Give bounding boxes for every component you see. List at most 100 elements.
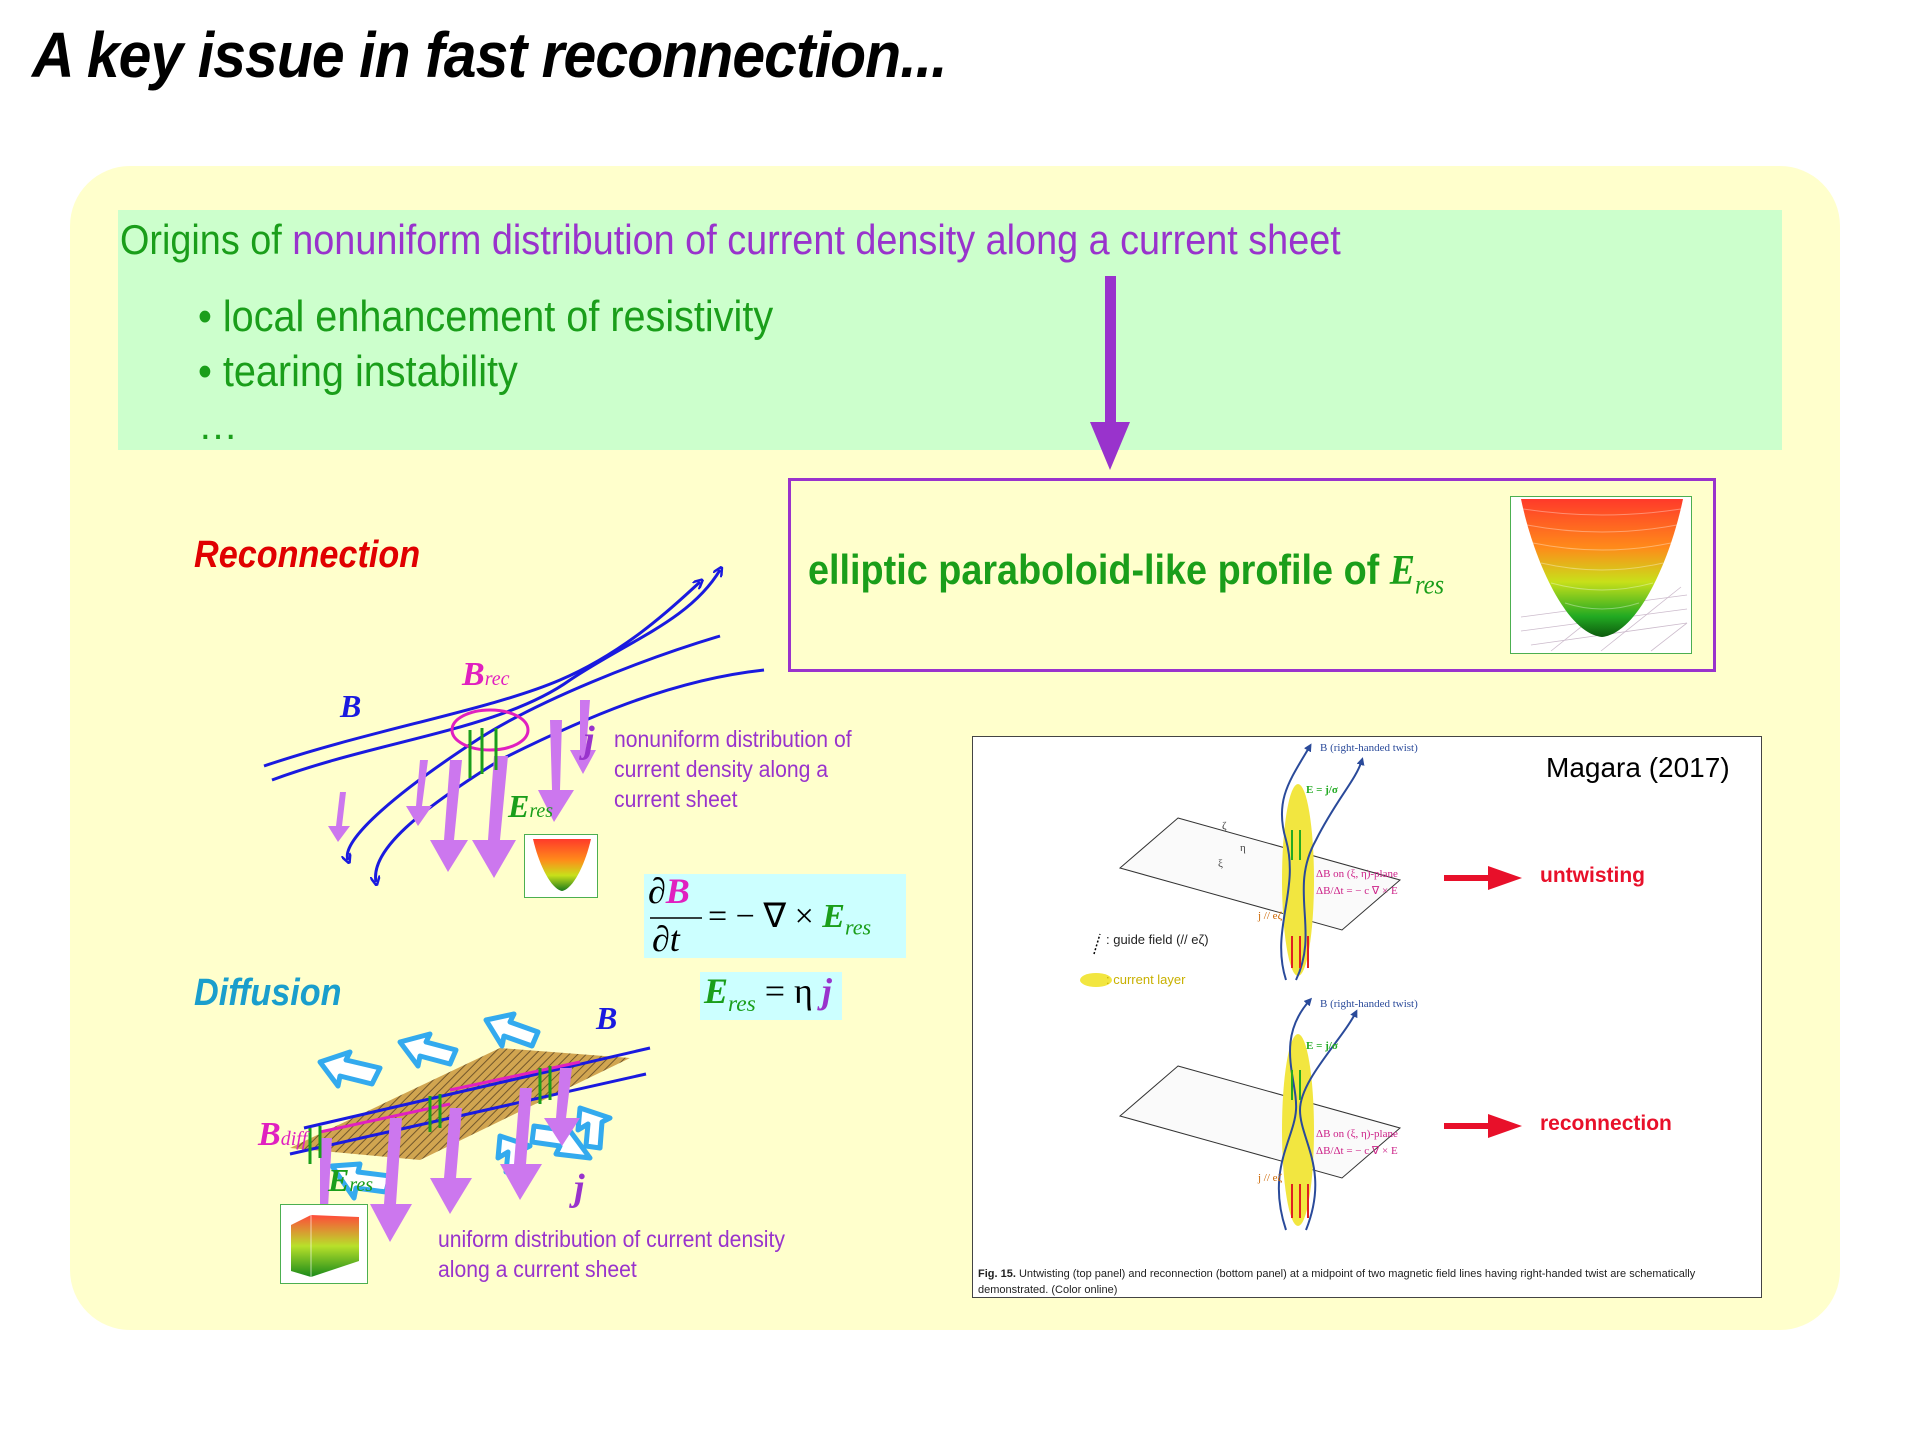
top-twist-label: B (right-handed twist) — [1320, 742, 1418, 754]
eq2-operator: = η — [755, 971, 822, 1011]
origins-highlight: nonuniform distribution of current densi… — [292, 216, 1341, 263]
bottom-twist-label: B (right-handed twist) — [1320, 998, 1418, 1010]
e-field-arrows — [308, 1066, 552, 1164]
current-layer — [1282, 784, 1314, 976]
plane — [1118, 1065, 1402, 1179]
bdiff-label: Bdiff — [258, 1116, 307, 1154]
bdiff-main: B — [258, 1116, 281, 1153]
eq1-denominator: ∂t — [652, 919, 680, 959]
diffusion-b-label: B — [596, 1000, 618, 1036]
j-label-sub: ζ — [1277, 1172, 1283, 1184]
eq1-numerator: ∂B — [648, 871, 690, 911]
xi-axis-label: ξ — [1218, 858, 1223, 870]
reconnection-j-label: j — [584, 719, 595, 761]
untwisting-label: untwisting — [1540, 864, 1645, 887]
eq2-e: E — [704, 971, 729, 1011]
current-arrows — [306, 1068, 580, 1242]
flat-profile-thumbnail — [280, 1204, 368, 1284]
paraboloid-thumbnail — [1510, 496, 1692, 654]
field-line — [347, 634, 721, 860]
diffusion-j-label: j — [574, 1167, 585, 1209]
reconnection-eres-label: Eres — [508, 788, 553, 825]
profile-label: elliptic paraboloid-like profile of — [808, 546, 1390, 593]
equation-ohm-box — [700, 972, 842, 1020]
note-line: current density along a — [614, 756, 829, 782]
note-line: current sheet — [614, 786, 738, 812]
field-line — [263, 582, 700, 768]
equation-induction-box — [644, 874, 906, 958]
figure-reconnection-label: reconnection — [1540, 1112, 1672, 1135]
untwisting-arrow-icon — [1444, 866, 1522, 890]
caption-bold: Fig. 15. — [978, 1268, 1016, 1280]
zeta-axis-label: ζ — [1222, 820, 1227, 832]
uniform-note: uniform distribution of current density … — [438, 1224, 785, 1284]
profile-text: elliptic paraboloid-like profile of Eres — [808, 546, 1444, 601]
reconnection-label: Reconnection — [194, 534, 421, 576]
bottom-j-label: j // eζ — [1258, 1172, 1282, 1184]
eq2-sub: res — [728, 991, 756, 1018]
origins-prefix: Origins of — [120, 216, 293, 263]
plane — [1118, 817, 1402, 931]
j-label: j // e — [1258, 1172, 1278, 1184]
reconnection-diagram — [263, 560, 765, 900]
eta-axis-label: η — [1240, 842, 1246, 854]
brec-main: B — [462, 656, 485, 693]
diffusion-diagram — [289, 1011, 651, 1242]
paraboloid-small-thumbnail — [524, 834, 598, 898]
top-eq-label: ΔB/Δt = − c ∇ × E — [1316, 885, 1398, 897]
eq1-sub: res — [844, 914, 872, 940]
diffusion-eres-label: Eres — [328, 1162, 373, 1199]
bottom-plane-label: ΔB on (ξ, η)-plane — [1316, 1128, 1398, 1140]
guide-field-legend: : guide field (// eζ) — [1106, 932, 1209, 947]
bottom-e-label: E = j/σ — [1306, 1040, 1338, 1052]
page-title: A key issue in fast reconnection... — [32, 19, 947, 91]
reconnection-arrow-icon — [1444, 1114, 1522, 1138]
outflow-arrows — [317, 1011, 613, 1201]
reference-figure — [972, 736, 1762, 1298]
caption-text: Untwisting (top panel) and reconnection … — [978, 1268, 1696, 1296]
figure-caption: Fig. 15. Untwisting (top panel) and reco… — [978, 1266, 1758, 1298]
brec-sub: rec — [484, 668, 510, 690]
bdiff-arrows — [319, 1060, 581, 1134]
diff-eres-main: E — [328, 1162, 350, 1198]
profile-symbol: Eres — [1390, 548, 1444, 600]
j-label-sub: ζ — [1277, 910, 1283, 922]
diff-eres-sub: res — [349, 1174, 374, 1196]
top-plane-label: ΔB on (ξ, η)-plane — [1316, 868, 1398, 880]
bullet-resistivity: • local enhancement of resistivity — [198, 292, 774, 341]
eres-main: E — [508, 788, 530, 824]
guide-end: ) — [1204, 932, 1209, 947]
current-layer — [1282, 1034, 1314, 1226]
top-j-label: j // eζ — [1258, 910, 1282, 922]
j-label: j // e — [1258, 910, 1278, 922]
note-line: uniform distribution of current density — [438, 1226, 785, 1252]
eq2-eres: Eres — [704, 971, 756, 1017]
guide-text: : guide field (// e — [1106, 932, 1199, 947]
down-arrow-icon — [1090, 276, 1130, 470]
field-line — [303, 1046, 651, 1130]
equation-induction — [650, 917, 702, 919]
reconnection-b-label: B — [340, 688, 362, 724]
diffusion-label: Diffusion — [194, 972, 342, 1014]
bottom-eq-label: ΔB/Δt = − c ∇ × E — [1316, 1145, 1398, 1157]
eq1-rhs: = − ∇ × Eres — [708, 896, 871, 941]
current-layer-legend: : current layer — [1106, 972, 1186, 987]
note-line: along a current sheet — [438, 1256, 637, 1282]
profile-box — [788, 478, 1716, 672]
top-e-label: E = j/σ — [1306, 784, 1338, 796]
origins-heading: Origins of nonuniform distribution of cu… — [120, 216, 1341, 264]
bullet-tearing: • tearing instability — [198, 347, 518, 396]
figure-schematic — [1080, 743, 1402, 1231]
eq1-eres: Eres — [822, 898, 871, 940]
note-line: nonuniform distribution of — [614, 726, 852, 752]
eres-sub: res — [529, 800, 554, 822]
current-arrows — [328, 700, 596, 878]
eq1-e: E — [822, 898, 845, 935]
field-line — [271, 570, 720, 782]
nonuniform-note: nonuniform distribution of current densi… — [614, 724, 852, 814]
guide-sub: ζ — [1198, 932, 1205, 947]
equation-ohm: Eres = η j — [704, 970, 832, 1018]
bullet-ellipsis: … — [198, 404, 238, 448]
eq2-j: j — [821, 971, 832, 1011]
bdiff-sub: diff — [280, 1128, 308, 1150]
